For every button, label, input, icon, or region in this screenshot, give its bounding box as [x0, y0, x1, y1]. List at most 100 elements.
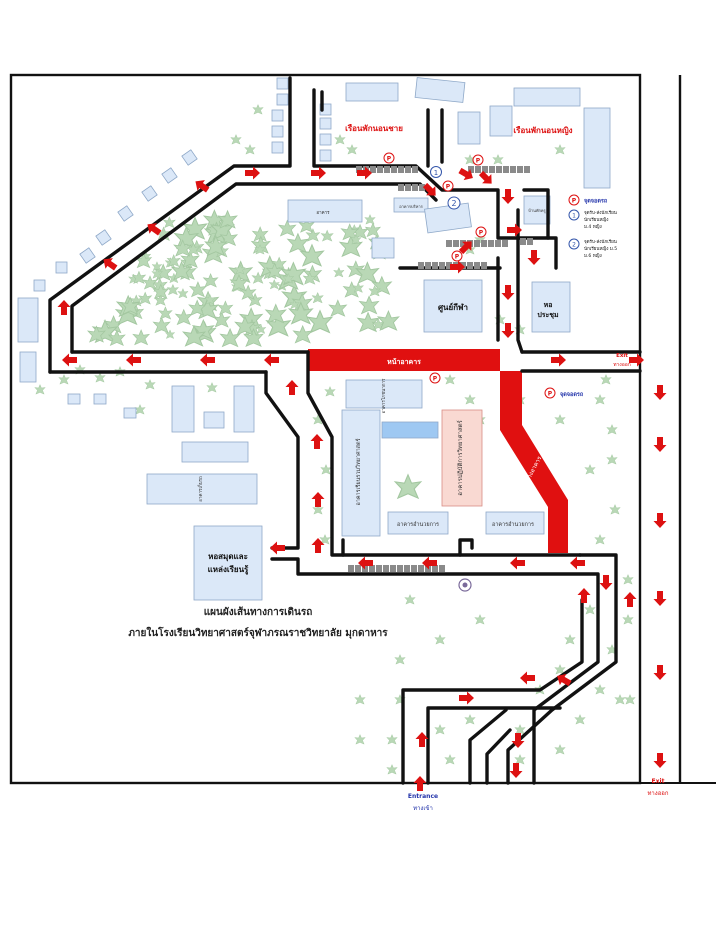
service-building	[387, 511, 449, 535]
traffic-arrow-icon	[459, 691, 474, 705]
tree-icon	[355, 261, 379, 284]
parking-slot	[520, 238, 526, 245]
entrance-label-en: Entrance	[408, 793, 438, 800]
exit-label-th: ทางออก	[647, 790, 668, 797]
tree-icon	[346, 144, 358, 155]
parking-slot	[390, 565, 396, 572]
side-building-drop-zone	[500, 371, 568, 553]
tree-icon	[334, 134, 346, 145]
parking-slot	[391, 166, 397, 173]
tree-icon	[404, 594, 416, 605]
canteen-label: อาคารโภชนาการ	[380, 378, 387, 413]
parking-slot	[398, 184, 404, 191]
parking-slot	[439, 565, 445, 572]
roadside-hut	[141, 185, 158, 202]
tree-icon	[386, 734, 398, 745]
legend: P จุดจอดรถ 1 จุดรับ-ส่งนักเรียน นักเรียน…	[568, 194, 617, 259]
library	[193, 525, 263, 601]
tree-icon	[624, 694, 636, 705]
tree-icon	[34, 384, 46, 395]
parking-slot	[460, 240, 466, 247]
parking-slot	[446, 262, 452, 269]
campus-boundary	[9, 73, 642, 785]
parking-slot	[412, 166, 418, 173]
traffic-arrow-icon	[311, 492, 325, 507]
legend-item2-icon	[568, 238, 580, 250]
front-parking-symbol: P	[548, 391, 553, 398]
tree-icon	[606, 424, 618, 435]
roadside-hut	[319, 103, 332, 116]
shed	[67, 393, 81, 405]
legend-item1-line1: จุดรับ-ส่งนักเรียน	[584, 210, 617, 216]
tree-icon	[464, 394, 476, 405]
traffic-arrow-icon	[264, 353, 279, 367]
tree-icon	[311, 292, 324, 304]
traffic-arrow-icon	[501, 323, 515, 338]
tree-icon	[167, 254, 181, 267]
entrance-label-th: ทางเข้า	[413, 805, 433, 812]
traffic-arrow-icon	[245, 166, 260, 180]
admin-building-label: อาคารบริหาร	[399, 204, 423, 209]
parking-slot	[489, 166, 495, 173]
drop-point-2-marker	[447, 196, 461, 210]
tree-icon	[584, 604, 596, 615]
parking-marker-icon	[442, 180, 454, 192]
tree-icon	[189, 281, 207, 297]
legend-item1-icon	[568, 209, 580, 221]
traffic-arrow-icon	[285, 380, 299, 395]
parking-slot	[475, 166, 481, 173]
tree-icon	[554, 744, 566, 755]
parking-slot	[502, 240, 508, 247]
parking-marker-icon	[475, 226, 487, 238]
parking-slot	[517, 166, 523, 173]
tree-icon	[58, 374, 70, 385]
tree-icon	[278, 220, 296, 237]
shed	[123, 407, 137, 419]
tree-icon	[94, 372, 106, 383]
roadside-hut	[319, 117, 332, 130]
traffic-arrow-icon	[653, 513, 667, 528]
tree-icon	[514, 724, 526, 735]
parking-marker-icon	[383, 152, 395, 164]
parking-slot	[405, 166, 411, 173]
traffic-arrow-icon	[599, 575, 613, 590]
traffic-arrow-icon	[501, 189, 515, 204]
tree-icon	[206, 382, 218, 393]
legend-item2-line2: นักเรียนหญิง ม.5	[584, 246, 617, 252]
tree-icon	[333, 267, 345, 278]
traffic-arrow-icon	[527, 250, 541, 265]
map-title-line1: แผนผังเส้นทางการเดินรถ	[204, 606, 313, 618]
tree-icon	[132, 329, 150, 345]
parking-slot	[439, 262, 445, 269]
tree-icon	[328, 299, 347, 317]
legend-item1-number: 1	[572, 213, 576, 220]
legend-item2-line1: จุดรับ-ส่งนักเรียน	[584, 239, 617, 245]
roadside-hut	[79, 247, 96, 264]
parking-marker-symbol: P	[387, 156, 392, 163]
parking-slot	[383, 565, 389, 572]
roadside-hut	[117, 205, 134, 222]
traffic-arrow-icon	[509, 763, 523, 778]
tree-icon	[464, 714, 476, 725]
legend-parking-label: จุดจอดรถ	[584, 198, 608, 205]
parking-slot	[405, 184, 411, 191]
dorm-block	[457, 111, 481, 145]
library-label-1: หอสมุดและ	[208, 552, 248, 562]
tree-icon	[594, 534, 606, 545]
traffic-arrow-icon	[57, 300, 71, 315]
parking-slot	[524, 166, 530, 173]
parking-marker-symbol: P	[476, 158, 481, 165]
tree-icon	[394, 474, 422, 499]
service-building-1-label: อาคารอำนวยการ	[397, 521, 439, 528]
buildings-layer	[17, 77, 611, 601]
traffic-arrow-icon	[653, 753, 667, 768]
tree-icon	[554, 144, 566, 155]
traffic-arrow-icon	[577, 588, 591, 603]
parking-slot	[482, 166, 488, 173]
tree-icon	[622, 574, 634, 585]
roadside-hut	[271, 141, 284, 154]
building	[171, 385, 195, 433]
tree-icon	[622, 614, 634, 625]
parking-slot	[419, 184, 425, 191]
parking-slot	[510, 166, 516, 173]
